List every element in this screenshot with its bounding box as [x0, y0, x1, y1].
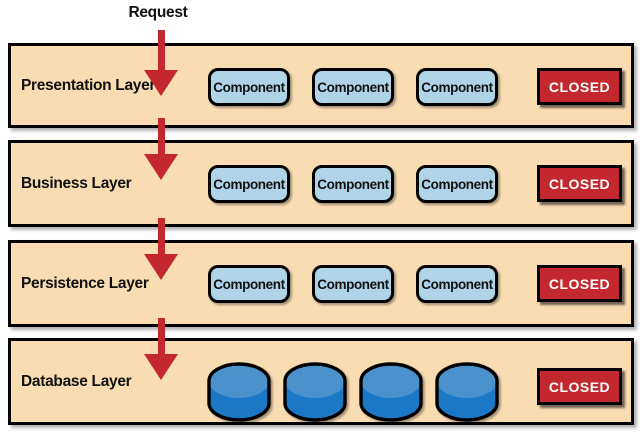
component-box: Component	[312, 265, 394, 303]
layer-label: Database Layer	[21, 372, 132, 390]
arrow-head	[144, 70, 178, 96]
component-box: Component	[416, 68, 498, 106]
arrow-shaft	[157, 318, 165, 354]
database-cylinder-icon	[435, 362, 499, 422]
arrow-shaft	[157, 118, 165, 154]
arrow-head	[144, 254, 178, 280]
component-box: Component	[208, 68, 290, 106]
database-cylinder-icon	[207, 362, 271, 422]
database-cylinder-icon	[283, 362, 347, 422]
component-box: Component	[416, 265, 498, 303]
layer-label: Business Layer	[21, 174, 132, 192]
closed-badge: CLOSED	[537, 165, 622, 202]
arrow-down-icon	[144, 118, 178, 180]
arrow-shaft	[157, 218, 165, 254]
layer-presentation: Presentation Layer Component Component C…	[8, 43, 634, 128]
layer-label: Presentation Layer	[21, 76, 156, 94]
arrow-shaft	[157, 30, 165, 70]
arrow-head	[144, 354, 178, 380]
database-cylinder-icon	[359, 362, 423, 422]
layer-database: Database Layer	[8, 338, 634, 425]
arrow-down-icon	[144, 30, 178, 96]
closed-badge: CLOSED	[537, 68, 622, 105]
closed-badge: CLOSED	[537, 265, 622, 302]
arrow-head	[144, 154, 178, 180]
component-box: Component	[312, 68, 394, 106]
layer-label: Persistence Layer	[21, 274, 149, 292]
component-box: Component	[208, 165, 290, 203]
arrow-down-icon	[144, 218, 178, 280]
component-box: Component	[416, 165, 498, 203]
component-box: Component	[208, 265, 290, 303]
closed-badge: CLOSED	[537, 368, 622, 405]
request-label: Request	[128, 4, 188, 21]
layer-persistence: Persistence Layer Component Component Co…	[8, 240, 634, 327]
component-box: Component	[312, 165, 394, 203]
layer-business: Business Layer Component Component Compo…	[8, 140, 634, 227]
arrow-down-icon	[144, 318, 178, 380]
